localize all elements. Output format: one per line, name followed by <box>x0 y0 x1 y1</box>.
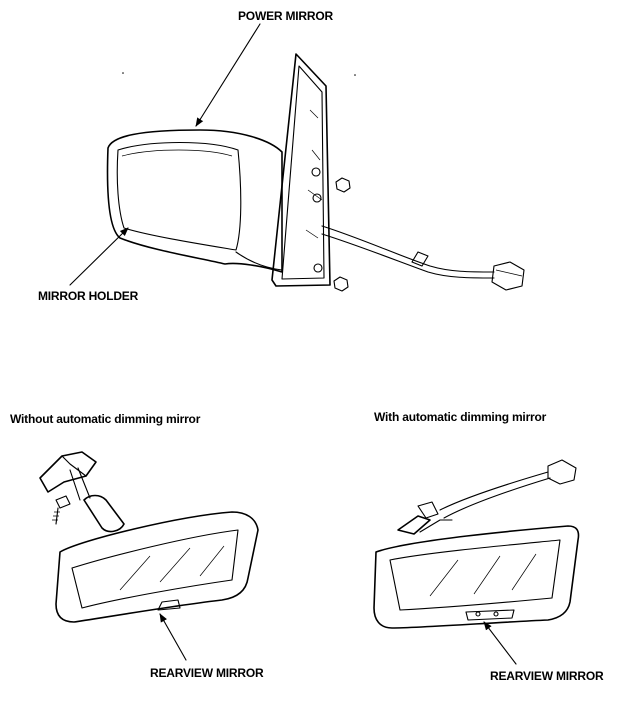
power-mirror-label: POWER MIRROR <box>238 9 333 23</box>
without-dimming-heading: Without automatic dimming mirror <box>10 412 201 426</box>
rearview-mirror-right-label: REARVIEW MIRROR <box>490 669 604 683</box>
rearview-mirror-without-illustration <box>39 451 259 661</box>
mirror-holder-leader <box>69 227 129 286</box>
rearview-mirror-left-leader <box>159 613 187 661</box>
with-dimming-heading: With automatic dimming mirror <box>374 410 547 424</box>
power-mirror-illustration <box>69 23 525 292</box>
rearview-mirror-with-illustration <box>373 459 580 665</box>
power-mirror-leader <box>195 23 261 127</box>
rearview-mirror-right-leader <box>483 621 517 665</box>
rearview-mirror-left-label: REARVIEW MIRROR <box>150 666 264 680</box>
mirror-holder-label: MIRROR HOLDER <box>38 289 139 303</box>
